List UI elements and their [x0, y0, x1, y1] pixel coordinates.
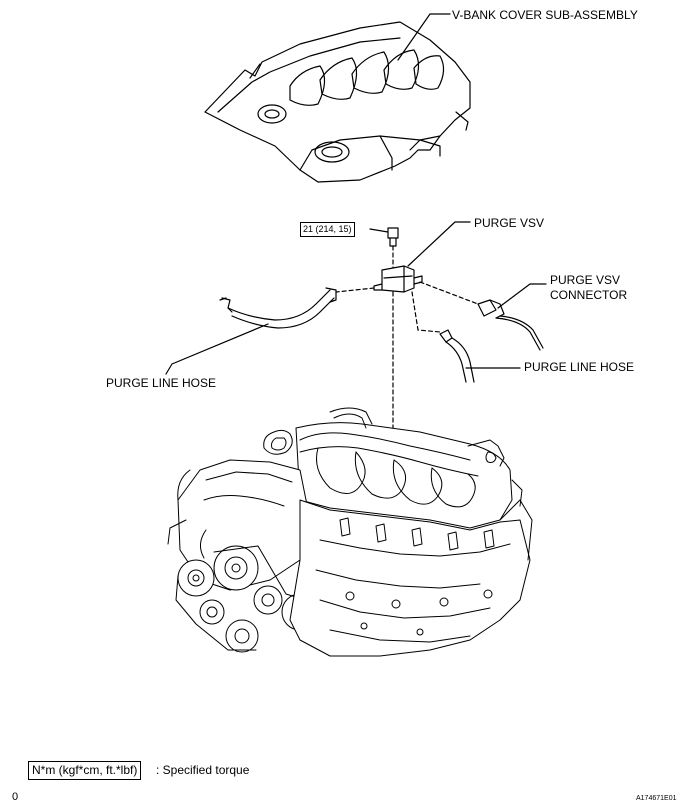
legend-torque-box: N*m (kgf*cm, ft.*lbf)	[28, 761, 142, 780]
purge-line-hose-right-label: PURGE LINE HOSE	[524, 360, 635, 374]
vbank-cover-label: V-BANK COVER SUB-ASSEMBLY	[452, 8, 638, 22]
vbank-cover-leader	[397, 13, 451, 61]
purge-vsv-illustration	[373, 265, 423, 293]
page-marker: 0	[12, 791, 19, 803]
figure-id: A174671E01	[636, 795, 677, 802]
engine-illustration	[167, 407, 533, 657]
torque-leader	[369, 228, 389, 233]
vsv-right-hose-dash	[411, 291, 441, 333]
vsv-left-hose-dash	[335, 287, 375, 293]
purge-vsv-label: PURGE VSV	[474, 216, 545, 230]
connector-leader	[497, 283, 547, 309]
left-hose-illustration	[219, 287, 337, 329]
purge-line-hose-left-label: PURGE LINE HOSE	[106, 376, 217, 390]
bolt-illustration	[387, 227, 399, 247]
torque-spec-value: 21 (214, 15)	[303, 224, 352, 234]
connector-illustration	[477, 299, 544, 351]
legend-torque-unit: N*m (kgf*cm, ft.*lbf)	[32, 763, 138, 777]
vbank-cover-illustration	[204, 21, 471, 183]
purge-vsv-connector-label-line1: PURGE VSV	[550, 273, 621, 287]
right-hose-illustration	[439, 329, 475, 383]
vsv-connector-dash	[419, 281, 479, 305]
torque-spec-box: 21 (214, 15)	[300, 222, 355, 237]
purge-vsv-leader	[407, 221, 471, 267]
purge-vsv-connector-label-line2: CONNECTOR	[550, 288, 628, 302]
legend-description: : Specified torque	[156, 763, 250, 777]
left-hose-leader	[165, 323, 269, 375]
